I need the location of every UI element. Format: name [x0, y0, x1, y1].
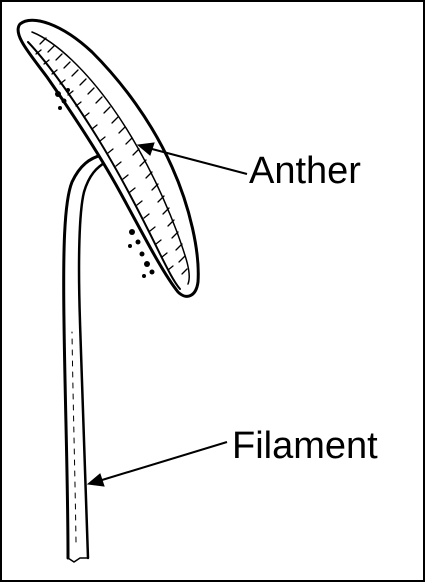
- filament-label: Filament: [232, 427, 378, 465]
- anther-label: Anther: [249, 152, 361, 190]
- filament-arrow: [88, 442, 227, 486]
- filament-drawing: [64, 155, 106, 562]
- anther-drawing: [18, 20, 198, 296]
